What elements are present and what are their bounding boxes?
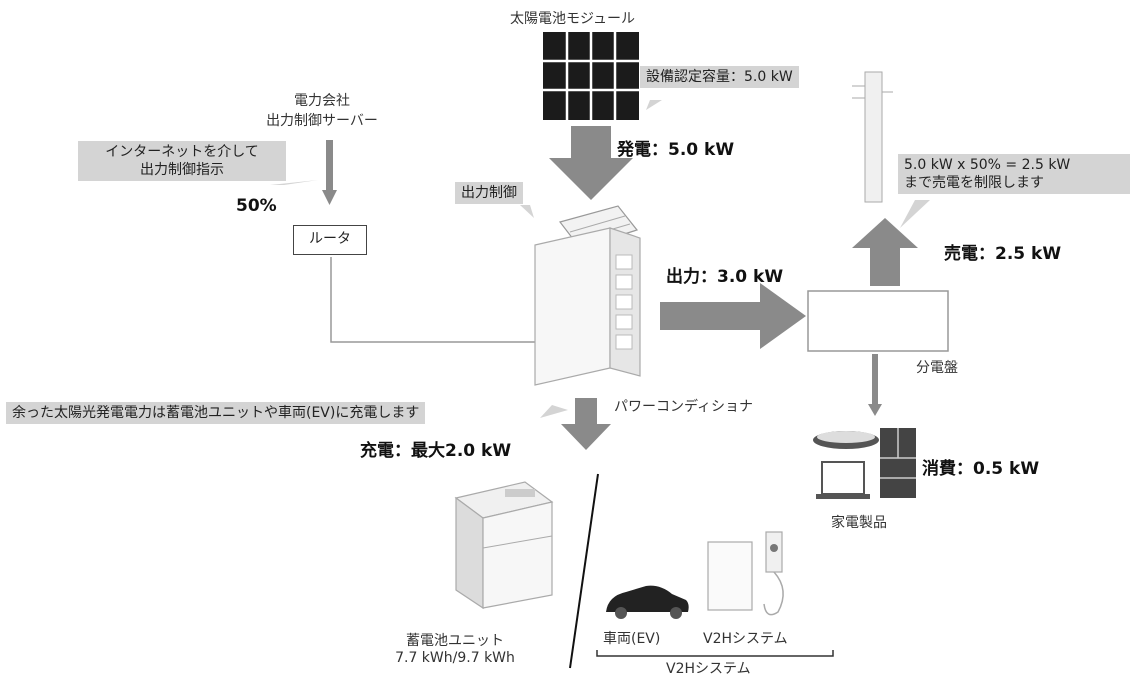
router-box: ルータ [293,225,367,255]
certified-capacity-callout: 設備認定容量：5.0 kW [640,66,799,88]
internet-callout: インターネットを介して 出力制御指示 [78,141,286,181]
divider-line [569,473,599,669]
utility-label-line1: 電力会社 [294,93,350,109]
limit-callout: 5.0 kW x 50% = 2.5 kW まで売電を制限します [898,154,1130,194]
consumption-value: 消費：0.5 kW [922,459,1040,479]
ev-car-icon [606,585,689,619]
consumption-arrow [868,354,882,416]
generation-value: 発電：5.0 kW [617,140,735,160]
power-conditioner-label: パワーコンディショナ [614,399,754,415]
utility-label: 電力会社 出力制御サーバー [252,90,392,130]
surplus-callout: 余った太陽光発電電力は蓄電池ユニットや車両(EV)に充電します [6,402,426,424]
v2h-system-label: V2Hシステム [703,631,788,647]
vehicle-label: 車両(EV) [603,631,661,647]
battery-unit-icon [454,481,554,610]
battery-label: 蓄電池ユニット 7.7 kWh/9.7 kWh [380,630,530,666]
control-percent: 50% [236,196,277,216]
selling-value: 売電：2.5 kW [944,244,1062,264]
control-signal-arrow [322,140,337,205]
v2h-bracket-label: V2Hシステム [666,661,751,677]
output-value: 出力：3.0 kW [666,267,784,287]
distribution-board-label: 分電盤 [916,360,958,376]
power-conditioner-icon [534,205,641,386]
utility-pole-icon [852,71,893,203]
appliances-label: 家電製品 [831,515,887,531]
charging-arrow [561,398,611,450]
solar-module-label: 太陽電池モジュール [510,11,636,27]
limit-callout-line2: まで売電を制限します [904,175,1044,191]
charging-value: 充電：最大2.0 kW [360,441,512,461]
battery-label-line2: 7.7 kWh/9.7 kWh [395,650,515,666]
v2h-bracket [596,650,834,657]
distribution-board-icon [807,290,949,352]
output-control-callout: 出力制御 [455,182,523,204]
limit-callout-line1: 5.0 kW x 50% = 2.5 kW [904,157,1071,173]
internet-callout-line2: 出力制御指示 [140,162,224,178]
internet-callout-line1: インターネットを介して [105,144,259,160]
battery-label-line1: 蓄電池ユニット [406,633,504,649]
utility-label-line2: 出力制御サーバー [266,113,378,129]
generation-arrow [549,126,633,200]
solar-panel-icon [543,32,639,120]
appliances-icon [813,428,916,499]
output-arrow [660,283,806,349]
selling-arrow [852,218,918,286]
router-connection-line [330,257,540,343]
v2h-device-icon [707,531,784,616]
